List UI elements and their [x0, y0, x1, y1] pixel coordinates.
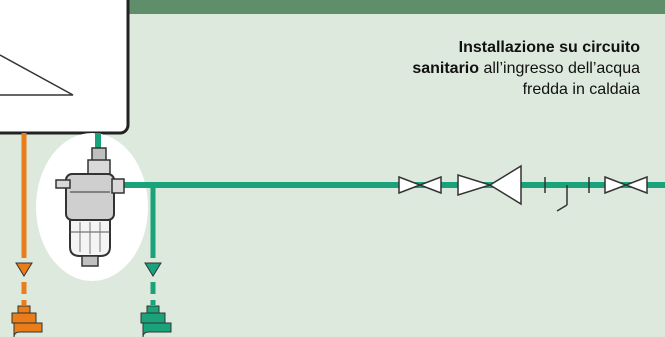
check-valve-icon	[544, 177, 590, 212]
hot-water-line	[15, 133, 33, 305]
installation-caption: Installazione su circuito sanitario all’…	[340, 37, 640, 100]
caption-line-3: fredda in caldaia	[522, 81, 640, 98]
caption-bold-1: Installazione su circuito	[458, 39, 640, 56]
filter-icon	[55, 147, 125, 267]
caption-rest-2: all’ingresso dell’acqua	[479, 60, 640, 77]
valve-icon	[398, 175, 442, 195]
valve-icon-2	[604, 175, 648, 195]
caption-bold-2: sanitario	[412, 60, 480, 77]
boiler-icon	[0, 0, 130, 135]
cold-water-line	[118, 182, 665, 305]
pressure-reducer-icon	[457, 164, 522, 206]
faucet-icon	[11, 305, 43, 337]
faucet-icon-cold	[140, 305, 172, 337]
top-band	[0, 0, 665, 14]
